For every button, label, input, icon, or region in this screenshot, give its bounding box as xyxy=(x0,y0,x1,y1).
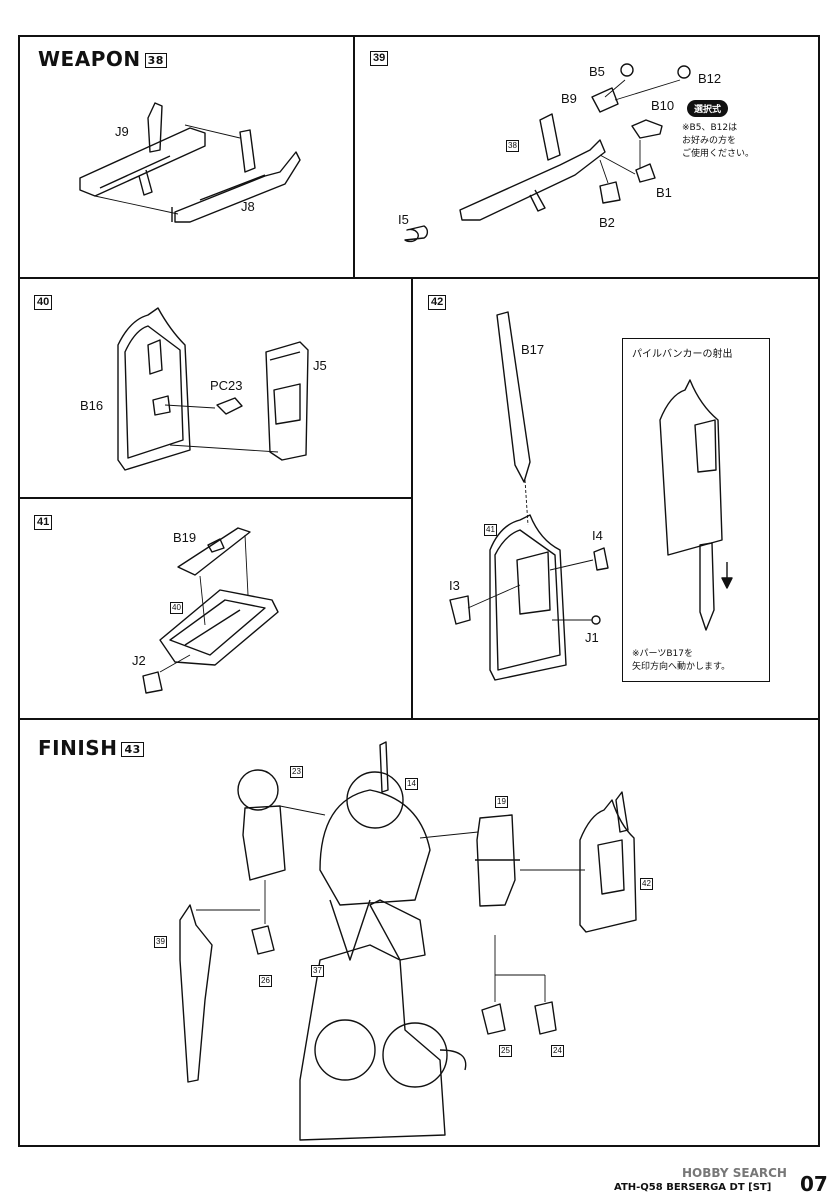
label-i3: I3 xyxy=(449,578,460,593)
divider-top xyxy=(18,277,820,279)
label-b1: B1 xyxy=(656,185,672,200)
step-42-ref: 42 xyxy=(640,878,653,890)
watermark: HOBBY SEARCH xyxy=(682,1166,787,1180)
label-pc23: PC23 xyxy=(210,378,243,393)
pile-bunker-note: ※パーツB17を 矢印方向へ動かします。 xyxy=(632,649,731,672)
page-number: 07 xyxy=(800,1172,828,1196)
label-j9: J9 xyxy=(115,124,129,139)
label-j1: J1 xyxy=(585,630,599,645)
label-b12: B12 xyxy=(698,71,722,86)
step-39-ref: 39 xyxy=(154,936,167,948)
pile-bunker-title: パイルバンカーの射出 xyxy=(632,349,733,360)
step-40-badge: 40 xyxy=(34,295,53,310)
step-39-badge: 39 xyxy=(370,51,389,66)
step-38-ref: 38 xyxy=(506,140,519,152)
label-b2: B2 xyxy=(599,215,615,230)
divider-weapon xyxy=(353,35,355,278)
select-badge: 選択式 xyxy=(687,100,729,117)
step-40-ref: 40 xyxy=(170,602,183,614)
step-37-ref: 37 xyxy=(311,965,324,977)
step-26-ref: 26 xyxy=(259,975,272,987)
model-name: ATH-Q58 BERSERGA DT [ST] xyxy=(614,1182,772,1193)
step-42-badge: 42 xyxy=(428,295,447,310)
step-24-ref: 24 xyxy=(551,1045,564,1057)
pile-bunker-note-box xyxy=(622,338,770,682)
label-b5: B5 xyxy=(589,64,605,79)
label-j8: J8 xyxy=(241,199,255,214)
step-25-ref: 25 xyxy=(499,1045,512,1057)
label-i5: I5 xyxy=(398,212,409,227)
select-note: ※B5、B12は お好みの方を ご使用ください。 xyxy=(682,123,755,159)
divider-mid xyxy=(411,277,413,718)
step-38-badge: 38 xyxy=(144,53,167,68)
label-j2: J2 xyxy=(132,653,146,668)
step-19-ref: 19 xyxy=(495,796,508,808)
label-b16: B16 xyxy=(80,398,104,413)
label-b17: B17 xyxy=(521,342,545,357)
label-i4: I4 xyxy=(592,528,603,543)
label-b19: B19 xyxy=(173,530,197,545)
step-23-ref: 23 xyxy=(290,766,303,778)
step-43-badge: 43 xyxy=(121,742,144,757)
label-b10: B10 xyxy=(651,98,675,113)
step-41-ref: 41 xyxy=(484,524,497,536)
label-j5: J5 xyxy=(313,358,327,373)
divider-finish xyxy=(18,718,820,720)
label-b9: B9 xyxy=(561,91,577,106)
divider-40-41 xyxy=(18,497,412,499)
step-41-badge: 41 xyxy=(34,515,53,530)
page-frame xyxy=(18,35,820,1147)
step-14-ref: 14 xyxy=(405,778,418,790)
